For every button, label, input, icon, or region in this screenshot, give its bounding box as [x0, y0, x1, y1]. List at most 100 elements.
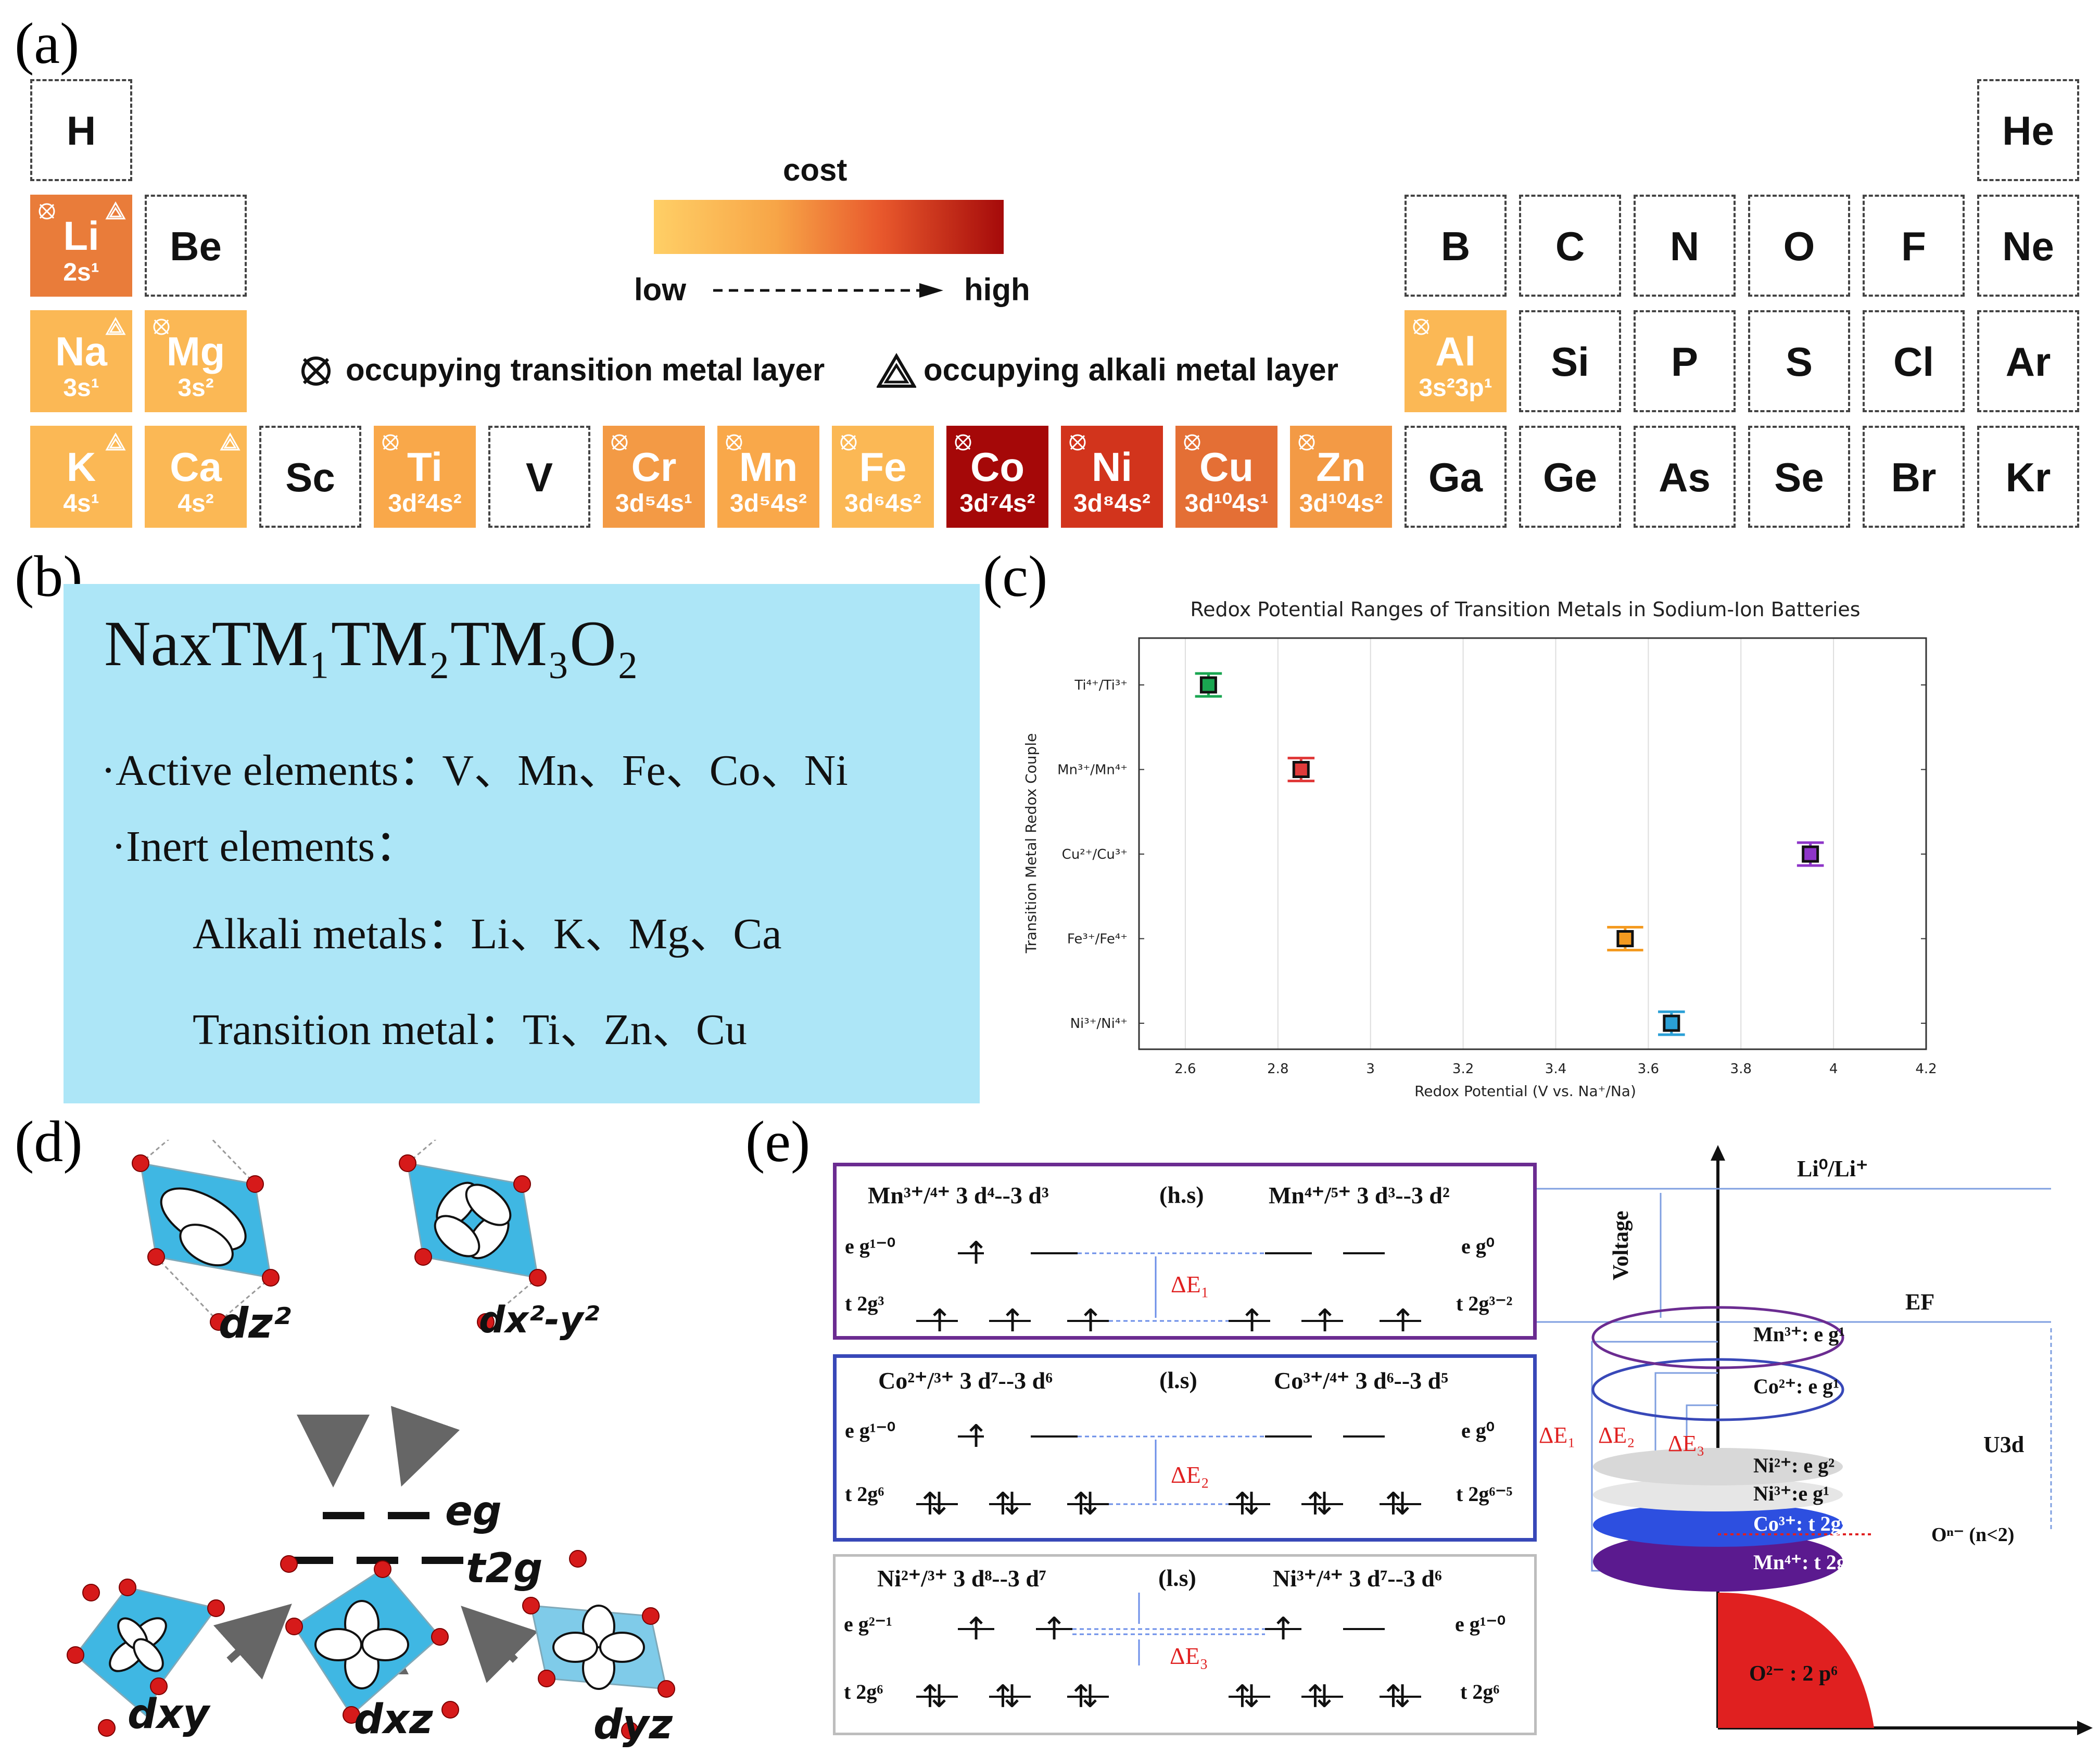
point-2 [1797, 841, 1824, 867]
d-orbital-diagram: dz² dx²-y² eg t2g [67, 1140, 675, 1748]
svg-text:↑: ↑ [1239, 1303, 1265, 1339]
legend-tm-layer: occupying transition metal layer [346, 352, 825, 387]
orbital-levels [916, 1252, 1421, 1698]
x-tick-label: 4.2 [1915, 1061, 1937, 1077]
data-marker [1802, 845, 1819, 863]
element-n: N [1634, 195, 1736, 297]
svg-text:⇅: ⇅ [1307, 1678, 1333, 1715]
ni-t2g-right: t 2g⁶ [1460, 1680, 1500, 1703]
tm-layer-icon [840, 434, 857, 451]
element-symbol: Co [970, 444, 1024, 490]
element-config: 3s² [178, 374, 214, 402]
alkali-layer-icon [220, 432, 241, 451]
element-symbol: Cr [631, 444, 677, 490]
mn3-band-label: Mn³⁺: e g¹ [1753, 1322, 1845, 1346]
element-config: 4s² [178, 490, 214, 517]
dz2-label: dz² [219, 1299, 291, 1347]
element-config: 3d¹⁰4s² [1299, 490, 1383, 517]
mn-t2g-right: t 2g³⁻² [1456, 1292, 1513, 1315]
svg-text:⇅: ⇅ [1385, 1486, 1411, 1522]
x-tick-label: 3.2 [1452, 1061, 1474, 1077]
plot-frame [1138, 637, 1927, 1050]
dxy-octahedron [67, 1579, 225, 1737]
element-ar: Ar [1977, 310, 2079, 412]
tm-layer-icon [611, 434, 628, 451]
element-symbol: N [1669, 223, 1700, 269]
svg-text:⇅: ⇅ [994, 1678, 1020, 1715]
tm-layer-icon [382, 434, 399, 451]
cost-colorbar [654, 200, 1004, 254]
tm-layer-icon [1413, 319, 1429, 335]
active-elements: ·Active elements：V、Mn、Fe、Co、Ni [101, 746, 848, 795]
y-tick-label: Cu²⁺/Cu³⁺ [1062, 847, 1128, 862]
element-symbol: Zn [1316, 444, 1366, 490]
point-3 [1607, 926, 1643, 951]
on-label: Oⁿ⁻ (n<2) [1931, 1524, 2015, 1546]
alkali-layer-icon [105, 432, 126, 451]
element-config: 3d²4s² [388, 490, 462, 517]
element-symbol: Ar [2005, 339, 2051, 385]
y-tick-labels: Ti⁴⁺/Ti³⁺Mn³⁺/Mn⁴⁺Cu²⁺/Cu³⁺Fe³⁺/Fe⁴⁺Ni³⁺… [1057, 678, 1926, 1032]
element-symbol: Li [63, 213, 99, 259]
element-symbol: Mg [166, 328, 225, 374]
panel-label-c: (c) [983, 544, 1048, 609]
redox-chart-svg: Redox Potential Ranges of Transition Met… [1022, 598, 1937, 1100]
ni-left-title: Ni²⁺/³⁺ 3 d⁸--3 d⁷ [877, 1565, 1046, 1592]
energy-overlay: ↑ ↑↑↑ ↑↑↑ ↑ ⇅⇅⇅ ⇅⇅⇅ ↑↑↑ ⇅⇅⇅ ⇅⇅⇅ [916, 1145, 2093, 1735]
u3d-label: U3d [1983, 1432, 2025, 1457]
svg-text:⇅: ⇅ [921, 1678, 947, 1715]
transition-metals: Transition metal：Ti、Zn、Cu [193, 1006, 747, 1054]
element-symbol: Ne [2002, 223, 2054, 269]
element-symbol: B [1440, 223, 1471, 269]
arrow-dxy [213, 1604, 292, 1680]
tm-layer-icon [726, 434, 742, 451]
element-he: He [1977, 79, 2079, 181]
element-symbol: P [1671, 339, 1699, 385]
delta-e-guides [1072, 1252, 1265, 1635]
element-symbol: K [66, 444, 96, 490]
element-symbol: Cu [1199, 444, 1254, 490]
data-marker [1663, 1014, 1680, 1032]
chart-title: Redox Potential Ranges of Transition Met… [1190, 598, 1860, 621]
svg-text:↑: ↑ [927, 1303, 953, 1339]
dxz-label: dxz [354, 1696, 433, 1743]
ni-eg-right: e g¹⁻⁰ [1455, 1612, 1506, 1636]
svg-text:↑: ↑ [1312, 1303, 1338, 1339]
mn3-band [1591, 1306, 1844, 1369]
co-spin: (l.s) [1159, 1367, 1197, 1393]
tm-layer-marker-icon [301, 357, 331, 386]
ni2-band [1593, 1448, 1843, 1485]
y-tick-label: Fe³⁺/Fe⁴⁺ [1067, 932, 1128, 947]
element-se: Se [1748, 426, 1850, 528]
mn-t2g-left: t 2g³ [845, 1292, 884, 1315]
element-symbol: Sc [285, 454, 335, 500]
element-config: 4s¹ [63, 490, 99, 517]
ni3-band [1593, 1478, 1843, 1511]
box-co: Co²⁺/³⁺ 3 d⁷--3 d⁶ (l.s) Co³⁺/⁴⁺ 3 d⁶--3… [833, 1354, 1537, 1542]
cost-low-label: low [634, 272, 686, 307]
svg-text:⇅: ⇅ [1234, 1678, 1260, 1715]
element-symbol: S [1785, 339, 1813, 385]
data-points [1195, 672, 1824, 1036]
ni3-band-label: Ni³⁺:e g¹ [1753, 1482, 1830, 1505]
ni-t2g-left: t 2g⁶ [844, 1680, 883, 1703]
point-1 [1287, 757, 1315, 782]
tm-layer-icon [1298, 434, 1315, 451]
co-eg-left: e g¹⁻⁰ [845, 1419, 895, 1442]
tm-layer-icon [153, 319, 170, 335]
tm-layer-icon [1184, 434, 1200, 451]
dxy-label: dxy [128, 1691, 211, 1738]
axis-arrow-right-icon [2077, 1721, 2093, 1735]
x-tick-label: 3 [1366, 1061, 1375, 1077]
element-symbol: C [1555, 223, 1585, 269]
ni-right-title: Ni³⁺/⁴⁺ 3 d⁷--3 d⁶ [1273, 1565, 1442, 1592]
element-symbol: As [1659, 454, 1711, 500]
element-c: C [1519, 195, 1621, 297]
svg-text:↑: ↑ [1041, 1611, 1067, 1647]
